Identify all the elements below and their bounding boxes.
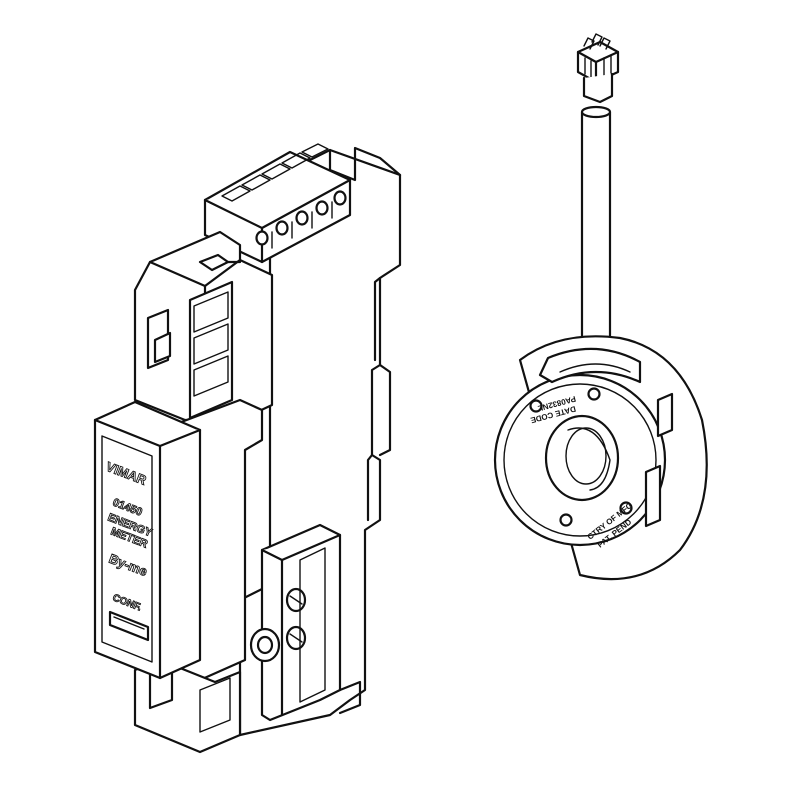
connector-plug-icon — [576, 33, 620, 104]
sensor-cable — [580, 110, 612, 353]
upper-latch — [133, 230, 274, 422]
front-label-panel: VIMAR 01450 ENERGY METER By-me CONF. — [93, 400, 202, 680]
lower-terminal — [249, 523, 342, 722]
current-sensor: PA0832NL DATE CODE CTRY OF MFG PAT. PEND — [493, 33, 708, 581]
terminal-screws — [255, 190, 347, 246]
energy-meter-module: VIMAR 01450 ENERGY METER By-me CONF. — [93, 143, 402, 754]
mount-hole-icon — [529, 399, 543, 413]
terminal-block — [203, 143, 352, 264]
